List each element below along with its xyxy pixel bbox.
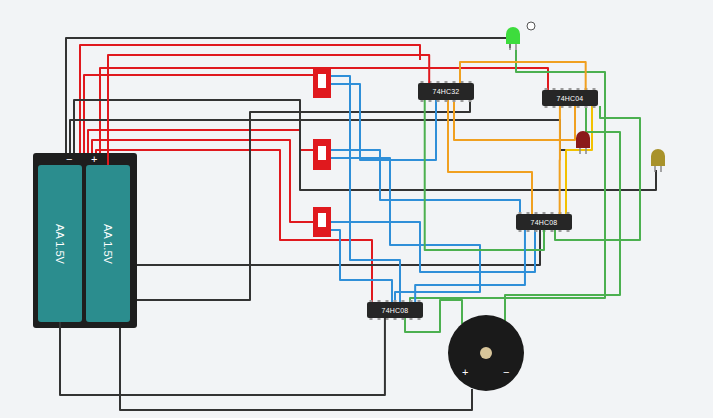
wire-connector [460, 62, 586, 90]
wire-connector [415, 230, 525, 302]
polarity-mark: + [462, 367, 468, 378]
wire [120, 328, 472, 410]
wire [84, 75, 313, 153]
wire [410, 50, 605, 302]
wire [74, 100, 656, 190]
wire-connector [60, 318, 385, 395]
ic-chip: 74HC04 [542, 90, 598, 106]
battery-label: AA 1.5V [54, 224, 66, 264]
wire [331, 230, 392, 302]
wire [331, 222, 535, 272]
wire [505, 106, 620, 324]
polarity-mark: − [66, 154, 72, 165]
wire [331, 158, 480, 302]
wire [96, 150, 372, 302]
led [506, 22, 665, 172]
polarity-mark: + [91, 154, 97, 165]
chip-label: 74HC04 [557, 95, 584, 102]
wire [566, 106, 592, 214]
piezo-buzzer [448, 315, 524, 391]
ic-chip: 74HC08 [367, 302, 423, 318]
battery-holder [33, 153, 137, 328]
ic-chip: 74HC32 [418, 83, 474, 100]
battery-cell: AA 1.5V [38, 165, 82, 322]
ic-chip: 74HC08 [516, 214, 572, 230]
polarity-mark: − [503, 367, 509, 378]
chip-label: 74HC08 [531, 219, 558, 226]
slide-switch [313, 68, 331, 237]
chip-label: 74HC32 [433, 88, 460, 95]
wire [448, 100, 532, 214]
wire-connector [559, 106, 561, 230]
wire [454, 100, 575, 140]
wire-connector [108, 55, 429, 165]
ic-pins [370, 81, 596, 320]
battery-label: AA 1.5V [102, 224, 114, 264]
battery-cell: AA 1.5V [86, 165, 130, 322]
chip-label: 74HC08 [382, 307, 409, 314]
